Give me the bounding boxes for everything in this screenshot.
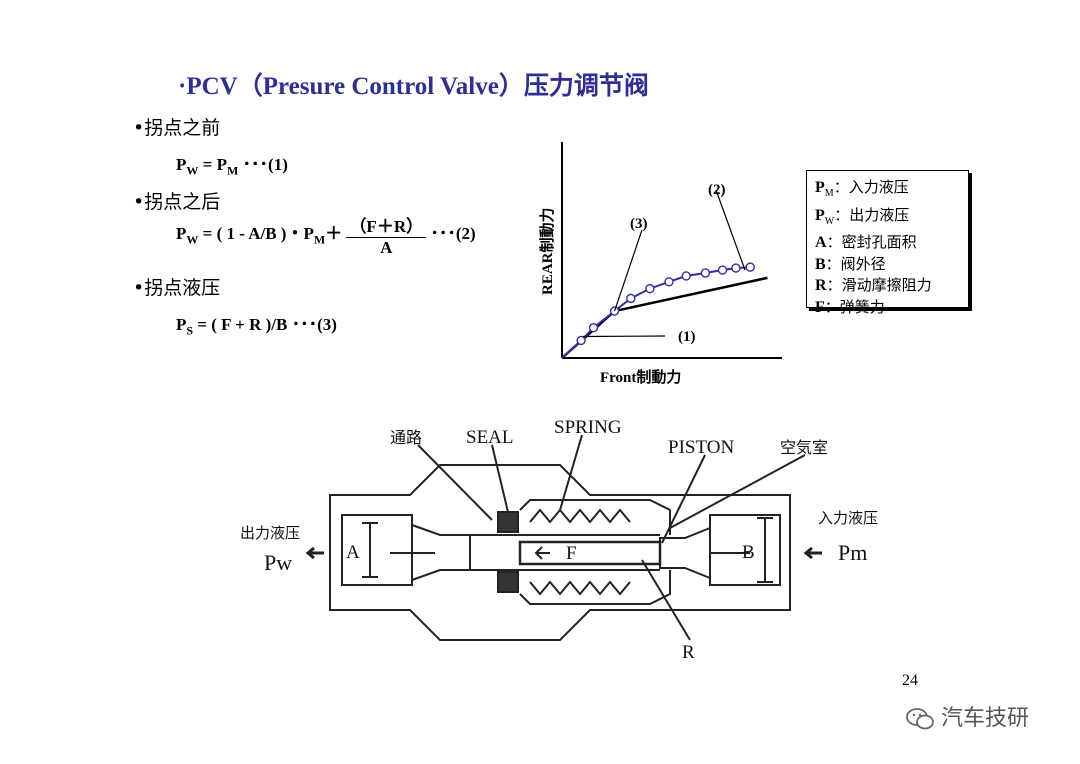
input-port: [709, 514, 781, 586]
annotation-1-leader: [583, 335, 666, 338]
formula-2: PW = ( 1 - A/B )・PM＋ （F＋R） A ･･･(2): [176, 212, 476, 258]
legend-key: A: [815, 234, 827, 252]
legend-key: P: [815, 206, 825, 224]
annotation-3-leader: [613, 229, 643, 312]
legend-value: ：密封孔面积: [826, 233, 917, 252]
series-point: [681, 271, 691, 281]
pm-arrow: [803, 546, 822, 560]
series-point: [700, 268, 711, 278]
braking-force-chart: (2) (3) (1) Front制動力 REAR制動力: [538, 142, 782, 386]
pcv-cross-section-diagram: 通路 SEAL SPRING PISTON 空気室 出力液压 入力液压 Pw P…: [240, 417, 878, 663]
formula-1: PW = PM ･･･(1): [176, 155, 288, 178]
seal-upper: [497, 511, 519, 533]
label-pm: Pm: [838, 540, 867, 565]
legend-key: P: [815, 179, 825, 196]
wechat-icon: [906, 708, 934, 730]
label-spring: SPRING: [554, 417, 622, 438]
series-point: [645, 283, 655, 294]
legend-key-sub: M: [824, 188, 834, 200]
series-point: [745, 262, 755, 272]
annotation-2-leader: [715, 189, 746, 271]
legend-row: PW：出力液压: [815, 205, 960, 233]
annotation-label: (3): [630, 216, 648, 232]
label-seal: SEAL: [466, 427, 514, 448]
formula-3: PS = ( F + R )/B ･･･(3): [176, 315, 337, 338]
legend-value: ：出力液压: [834, 205, 910, 224]
label-input-pressure: 入力液压: [818, 509, 878, 527]
output-port: [341, 514, 413, 586]
legend-row: B：阀外径: [815, 254, 960, 276]
series-point: [609, 306, 620, 316]
series-point: [731, 263, 741, 273]
spring-upper: [529, 508, 631, 524]
series-point: [664, 277, 674, 287]
label-force-f: F: [566, 543, 577, 564]
series-line-black: [561, 276, 768, 359]
piston: [518, 540, 662, 566]
legend-value: ：入力液压: [833, 178, 909, 196]
legend-value: ：滑动摩擦阻力: [826, 276, 932, 295]
label-dim-a: A: [346, 542, 360, 563]
series-point: [588, 323, 599, 333]
legend-key: B: [815, 255, 826, 273]
y-axis-label: REAR制動力: [538, 207, 556, 295]
section-inflection-pressure: •拐点液压: [133, 277, 221, 299]
legend-key-sub: W: [824, 215, 835, 227]
formula-2-fraction: （F＋R） A: [346, 212, 427, 258]
series-point: [626, 293, 636, 304]
housing-outline: [329, 464, 791, 641]
section-after-inflection: •拐点之后: [133, 191, 221, 213]
annotation-label: (2): [708, 182, 726, 198]
legend-value: ：弹簧力: [824, 297, 885, 316]
watermark: 汽车技研: [905, 700, 1029, 732]
page-number: 24: [902, 672, 918, 689]
label-air-chamber: 空気室: [780, 438, 828, 457]
annotation-label: (1): [678, 329, 696, 345]
legend-value: ：阀外径: [825, 254, 886, 273]
legend-row: F：弹簧力: [815, 297, 960, 319]
label-friction-r: R: [682, 642, 695, 663]
seal-lower: [497, 571, 519, 593]
legend-key: F: [815, 298, 825, 316]
x-axis-label: Front制動力: [600, 368, 681, 386]
label-pw: Pw: [264, 550, 292, 575]
page-title: ·PCV（Presure Control Valve）压力调节阀: [178, 73, 649, 100]
spring-lower: [529, 580, 631, 596]
legend-row: PM：入力液压: [815, 177, 960, 205]
section-before-inflection: •拐点之前: [133, 117, 221, 139]
label-output-pressure: 出力液压: [240, 524, 300, 542]
pw-arrow: [305, 546, 324, 560]
legend-key: R: [815, 277, 827, 295]
label-passage: 通路: [390, 428, 422, 447]
series-point: [717, 265, 728, 275]
legend-row: R：滑动摩擦阻力: [815, 275, 960, 297]
series-line-blue: [561, 266, 751, 359]
label-piston: PISTON: [668, 437, 734, 458]
legend-row: A：密封孔面积: [815, 232, 960, 254]
series-point: [576, 335, 586, 346]
label-dim-b: B: [742, 542, 755, 563]
